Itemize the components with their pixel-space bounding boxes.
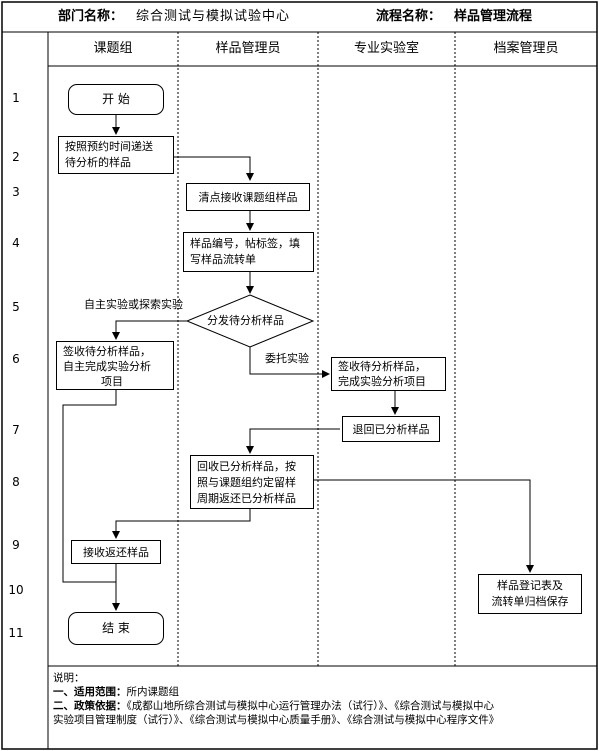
return-label: 退回已分析样品 — [352, 422, 430, 436]
process-recover-sample: 回收已分析样品，按 照与课题组约定留样 周期返还已分析样品 — [190, 455, 314, 509]
lane-header-sample-admin: 样品管理员 — [215, 41, 281, 56]
process-check-receive: 清点接收课题组样品 — [186, 183, 310, 211]
process-self-sign: 签收待分析样品， 自主完成实验分析 项目 — [56, 341, 174, 390]
row-number: 8 — [12, 475, 20, 489]
notes-title: 说明： — [53, 672, 85, 684]
dept-label: 部门名称： — [58, 9, 124, 24]
notes-scope-value: 所内课题组 — [126, 686, 180, 698]
process-return-sample: 退回已分析样品 — [342, 416, 440, 442]
notes-basis-line-1: 《成都山地所综合测试与模拟中心运行管理办法（试行）》、《综合测试与模拟中心 — [126, 700, 495, 712]
process-lab-sign: 签收待分析样品， 完成实验分析项目 — [331, 357, 446, 391]
start-label: 开 始 — [102, 92, 130, 106]
edge-dispatch-self — [112, 320, 187, 340]
end-terminator: 结 束 — [68, 612, 164, 645]
recover-line-2: 照与课题组约定留样 — [197, 476, 296, 489]
edge-recover-receive — [112, 509, 251, 539]
edge-return-recover — [246, 428, 340, 454]
notes-basis-label: 二、政策依据： — [53, 700, 127, 712]
decision-label: 分发待分析样品 — [207, 314, 284, 327]
receive-label: 接收返还样品 — [83, 545, 149, 559]
row-number: 11 — [8, 626, 24, 640]
edge-dispatch-lab — [249, 347, 330, 378]
start-terminator: 开 始 — [68, 84, 164, 115]
lab-sign-line-1: 签收待分析样品， — [338, 360, 426, 373]
lane-header-lab: 专业实验室 — [353, 41, 419, 56]
submit-line-1: 按照预约时间递送 — [65, 140, 153, 153]
label-line-2: 写样品流转单 — [190, 253, 256, 266]
process-label-sample: 样品编号，帖标签，填 写样品流转单 — [183, 232, 314, 272]
submit-line-2: 待分析的样品 — [65, 156, 131, 169]
row-number: 3 — [12, 185, 20, 199]
row-number: 7 — [12, 423, 20, 437]
recover-line-3: 周期返还已分析样品 — [197, 492, 296, 505]
row-number: 2 — [12, 150, 20, 164]
label-line-1: 样品编号，帖标签，填 — [190, 237, 300, 250]
archive-line-1: 样品登记表及 — [497, 579, 563, 592]
self-sign-line-3: 项目 — [101, 375, 123, 388]
process-submit-sample: 按照预约时间递送 待分析的样品 — [58, 136, 174, 174]
edge-submit-check — [174, 156, 254, 181]
row-number: 10 — [8, 583, 24, 597]
dept-value: 综合测试与模拟试验中心 — [136, 9, 291, 24]
row-number: 1 — [12, 91, 20, 105]
flow-value: 样品管理流程 — [454, 9, 533, 24]
lab-sign-line-2: 完成实验分析项目 — [338, 375, 426, 388]
recover-line-1: 回收已分析样品，按 — [197, 460, 296, 473]
notes-scope-label: 一、适用范围： — [53, 686, 127, 698]
check-label: 清点接收课题组样品 — [198, 190, 298, 204]
row-number: 6 — [12, 352, 20, 366]
flow-label: 流程名称： — [376, 9, 442, 24]
notes-basis-line-2: 实验项目管理制度（试行）》、《综合测试与模拟中心质量手册》、《综合测试与模拟中心… — [53, 714, 500, 726]
self-sign-line-1: 签收待分析样品， — [63, 345, 151, 358]
end-label: 结 束 — [102, 621, 130, 635]
edge-recover-archive — [314, 479, 534, 573]
self-sign-line-2: 自主完成实验分析 — [63, 360, 151, 373]
process-receive-return: 接收返还样品 — [71, 540, 161, 564]
archive-line-2: 流转单归档保存 — [491, 595, 569, 608]
notes-basis: 二、政策依据：《成都山地所综合测试与模拟中心运行管理办法（试行）》、《综合测试与… — [53, 699, 494, 713]
lane-header-archive-admin: 档案管理员 — [493, 41, 559, 56]
lane-header-research-group: 课题组 — [93, 41, 133, 56]
row-number: 5 — [12, 300, 20, 314]
edge-label-entrust: 委托实验 — [265, 352, 309, 365]
row-number: 9 — [12, 538, 20, 552]
notes-scope: 一、适用范围：所内课题组 — [53, 685, 179, 699]
edge-self-end — [62, 390, 117, 583]
edge-label-self: 自主实验或探索实验 — [84, 298, 183, 311]
row-number: 4 — [12, 236, 20, 250]
process-archive: 样品登记表及 流转单归档保存 — [478, 574, 582, 614]
